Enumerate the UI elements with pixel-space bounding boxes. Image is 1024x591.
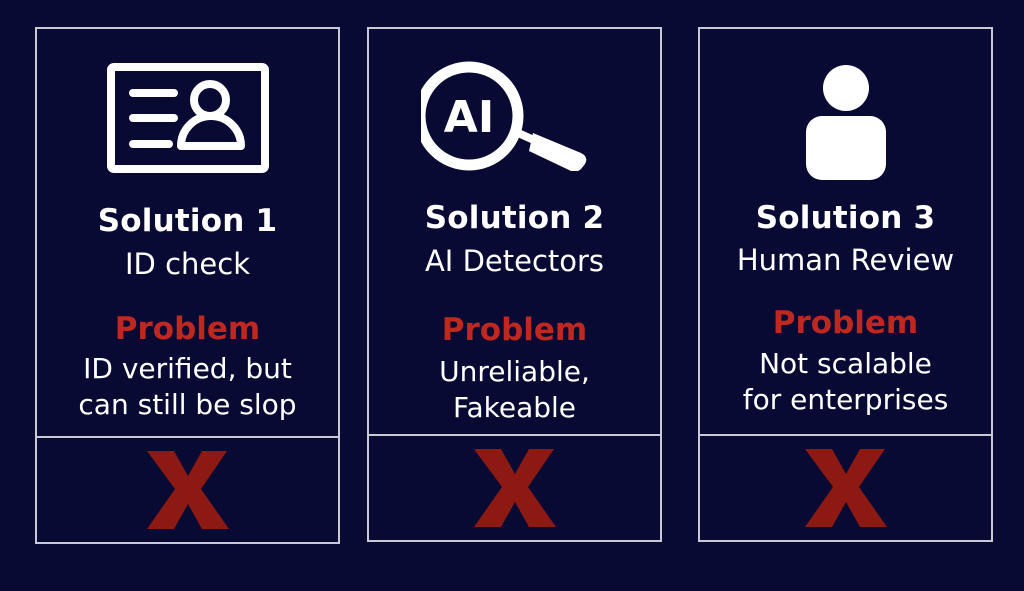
problem-description: Unreliable, Fakeable	[369, 354, 660, 426]
problem-line: ID verified, but	[83, 352, 292, 385]
solution-panel-2: AI Solution 2 AI Detectors Problem Unrel…	[367, 27, 662, 542]
solution-panel-3: Solution 3 Human Review Problem Not scal…	[698, 27, 993, 542]
solution-title: Solution 1	[97, 203, 278, 239]
problem-label: Problem	[772, 305, 919, 341]
x-mark-icon	[700, 436, 991, 540]
problem-line: Fakeable	[452, 391, 577, 424]
x-mark-icon	[37, 438, 338, 542]
solution-panel-1-content: Solution 1 ID check Problem ID verified,…	[37, 29, 338, 438]
solution-panel-2-content: AI Solution 2 AI Detectors Problem Unrel…	[369, 29, 660, 436]
solution-subtitle: Human Review	[736, 243, 955, 277]
id-card-icon	[37, 63, 338, 173]
problem-line: Unreliable,	[439, 355, 590, 388]
solution-panel-1: Solution 1 ID check Problem ID verified,…	[35, 27, 340, 544]
verdict-cell	[700, 436, 991, 540]
problem-line: can still be slop	[78, 388, 297, 421]
verdict-cell	[37, 438, 338, 542]
solution-subtitle: ID check	[124, 247, 250, 281]
verdict-cell	[369, 436, 660, 540]
x-mark-icon	[369, 436, 660, 540]
solution-subtitle: AI Detectors	[424, 244, 605, 278]
problem-label: Problem	[441, 312, 588, 348]
problem-label: Problem	[114, 311, 261, 347]
solution-panel-3-content: Solution 3 Human Review Problem Not scal…	[700, 29, 991, 436]
problem-description: Not scalable for enterprises	[700, 346, 991, 418]
ai-magnifier-icon: AI	[369, 61, 660, 171]
problem-line: Not scalable	[759, 347, 932, 380]
problem-description: ID verified, but can still be slop	[37, 351, 338, 423]
svg-text:AI: AI	[443, 92, 493, 143]
solution-title: Solution 3	[755, 200, 936, 236]
solution-title: Solution 2	[424, 200, 605, 236]
problem-line: for enterprises	[742, 383, 949, 416]
person-icon	[700, 63, 991, 183]
